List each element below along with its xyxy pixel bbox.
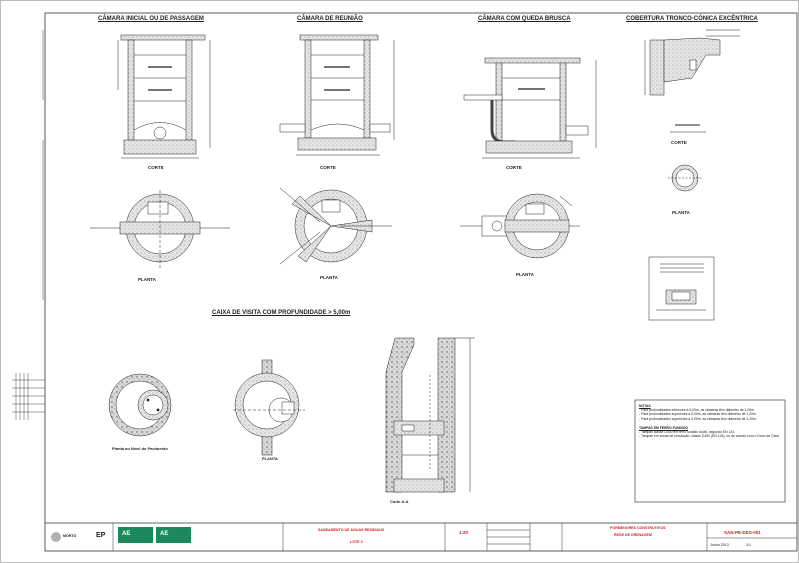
label-planta-2: PLANTA [320, 275, 338, 280]
camara-reuniao-corte [279, 34, 395, 156]
cobertura-corte [644, 29, 740, 133]
title-camara-queda: CÂMARA COM QUEDA BRUSCA [478, 16, 571, 22]
logos [51, 527, 191, 543]
title-caixa-visita: CAIXA DE VISITA COM PROFUNDIDADE > 5,00m [212, 310, 351, 316]
notes-box [634, 399, 786, 503]
camara-queda-corte [463, 57, 597, 159]
logo-ep-text: EP [96, 532, 106, 539]
notes-fundo-title: TAMPAS EM FERRO FUNDIDO [639, 425, 689, 430]
logo-ae-2: AE [160, 531, 169, 537]
tb-subtitulo: REDE DE DRENAGEM [614, 533, 652, 537]
label-corte-1: CORTE [148, 165, 164, 170]
logo-cm-text: MÓRTO [63, 534, 77, 538]
tb-escala: 1:20 [459, 530, 469, 535]
camara-inicial-planta [90, 190, 230, 268]
caixa-planta-pavimento [108, 373, 172, 437]
notes-item: - Para profundidades inferiores a 5,00m,… [639, 408, 755, 413]
tb-desenho: PORMENORES CONSTRUTIVOS [610, 526, 666, 530]
drawing-frame [44, 12, 798, 552]
title-cobertura: COBERTURA TRONCO-CÓNICA EXCÊNTRICA [626, 16, 758, 22]
camara-inicial-corte [117, 34, 211, 159]
tb-data: Junho 2013 [710, 543, 729, 547]
tampa-detail [648, 256, 715, 321]
notes-title: NOTAS [639, 404, 651, 408]
caixa-planta [233, 359, 305, 456]
label-corte-3: CORTE [506, 165, 522, 170]
camara-reuniao-planta [279, 187, 392, 265]
label-planta-1: PLANTA [138, 277, 156, 282]
tb-obra: SANEAMENTO DE ÁGUAS RESIDUAIS [318, 528, 385, 532]
label-planta-5: PLANTA [262, 456, 278, 461]
caixa-corte-aa [385, 337, 475, 493]
title-block [112, 523, 797, 551]
camara-queda-planta [460, 193, 580, 259]
label-planta-4: PLANTA [672, 210, 690, 215]
tb-local: LOTE 3 [350, 540, 363, 544]
title-camara-reuniao: CÂMARA DE REUNIÃO [297, 16, 363, 22]
label-corte-2: CORTE [320, 165, 336, 170]
title-camara-inicial: CÂMARA INICIAL OU DE PASSAGEM [98, 16, 204, 22]
tb-numero: SAN-PE-DES-001 [724, 530, 761, 535]
label-corte-aa: Corte A-A [390, 499, 409, 504]
notes-fundo-item: - Tampas em zonas de circulação: classe … [639, 434, 780, 439]
cobertura-planta [668, 164, 702, 192]
notes-fundo-item: - Tampas classe D400 em ferro fundido dú… [639, 430, 736, 435]
notes-panel: NOTAS - Para profundidades inferiores a … [639, 404, 781, 438]
logo-ae-1: AE [122, 531, 131, 537]
label-planta-pavimento: Planta ao Nível do Pavimento [112, 446, 168, 451]
label-planta-3: PLANTA [516, 272, 534, 277]
notes-item: - Para profundidades superiores a 5,00m,… [639, 416, 757, 421]
label-corte-4: CORTE [671, 140, 687, 145]
tb-folha: 1/1 [746, 543, 751, 547]
left-margin-marks [12, 30, 45, 420]
notes-item: - Para profundidades superiores a 5,00m,… [639, 412, 757, 417]
